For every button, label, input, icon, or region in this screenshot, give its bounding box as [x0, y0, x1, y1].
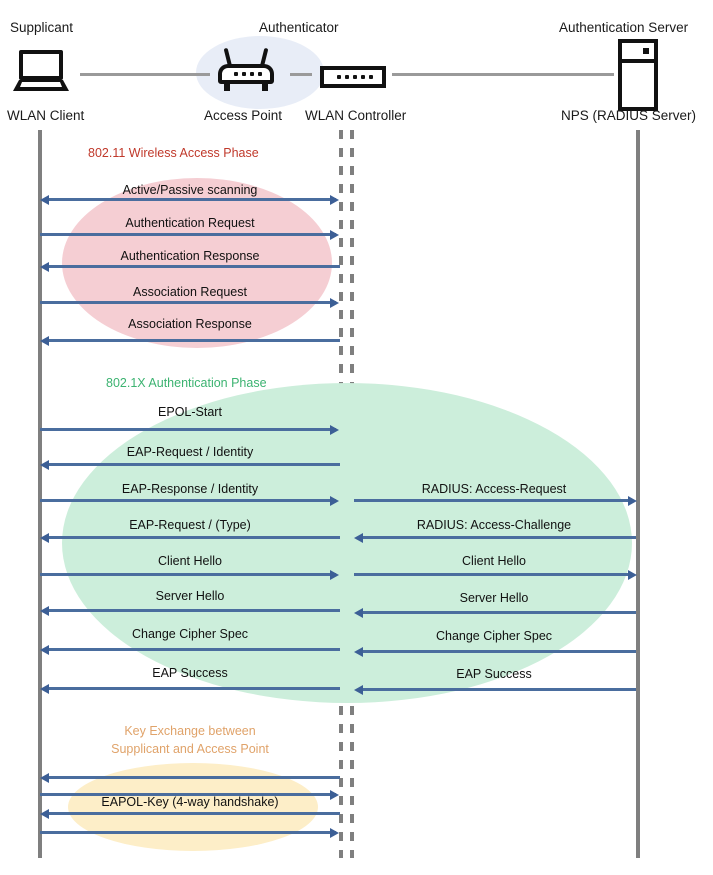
- arrowhead-left-16: [40, 809, 49, 819]
- laptop-icon: [13, 50, 69, 92]
- message-label-change-cipher-spec-left: Change Cipher Spec: [131, 627, 249, 641]
- arrowhead-right-15: [330, 790, 339, 800]
- phase-title-key-exchange-line2: Supplicant and Access Point: [111, 742, 269, 756]
- actor-role-supplicant: Supplicant: [10, 20, 74, 35]
- message-label-eap-success-right: EAP Success: [456, 667, 532, 681]
- message-arrow-eap-response-identity: [40, 499, 336, 502]
- message-arrow-association-response: [44, 339, 340, 342]
- message-label-change-cipher-spec-right: Change Cipher Spec: [435, 629, 553, 643]
- phase-ellipse-wireless-access: [62, 178, 332, 348]
- arrowhead-left-11r: [354, 608, 363, 618]
- arrowhead-left-3: [40, 262, 49, 272]
- message-arrow-change-cipher-spec-right: [358, 650, 636, 653]
- message-arrow-eap-success-right: [358, 688, 636, 691]
- lifeline-supplicant: [38, 130, 42, 858]
- arrowhead-left-9: [40, 533, 49, 543]
- actor-role-authenticator: Authenticator: [259, 20, 339, 35]
- arrowhead-right-10r: [628, 570, 637, 580]
- lifeline-auth-server: [636, 130, 640, 858]
- message-label-client-hello-right: Client Hello: [462, 554, 526, 568]
- message-label-association-response: Association Response: [128, 317, 252, 331]
- message-arrow-client-hello-left: [40, 573, 336, 576]
- message-label-eap-response-identity: EAP-Response / Identity: [121, 482, 259, 496]
- wireless-access-point-icon: [212, 47, 280, 93]
- message-arrow-eapol-key-3: [44, 812, 340, 815]
- actor-label-access-point: Access Point: [204, 108, 283, 123]
- message-arrow-authentication-request: [40, 233, 336, 236]
- arrowhead-right-6: [330, 425, 339, 435]
- arrowhead-left-12r: [354, 647, 363, 657]
- arrowhead-left-14: [40, 773, 49, 783]
- message-arrow-eap-request-type: [44, 536, 340, 539]
- message-label-eap-request-identity: EAP-Request / Identity: [126, 445, 254, 459]
- actor-label-wlan-controller: WLAN Controller: [305, 108, 407, 123]
- link-ap-to-controller: [290, 73, 312, 76]
- arrowhead-left-13: [40, 684, 49, 694]
- message-label-server-hello-left: Server Hello: [155, 589, 225, 603]
- message-arrow-active-passive-scanning: [44, 198, 336, 201]
- message-arrow-eap-request-identity: [44, 463, 340, 466]
- message-label-server-hello-right: Server Hello: [459, 591, 529, 605]
- message-arrow-authentication-response: [44, 265, 340, 268]
- arrowhead-right-2: [330, 230, 339, 240]
- message-arrow-change-cipher-spec-left: [44, 648, 340, 651]
- arrowhead-left-7: [40, 460, 49, 470]
- message-label-eapol-key-handshake: EAPOL-Key (4-way handshake): [101, 795, 279, 809]
- arrowhead-left-13r: [354, 685, 363, 695]
- actor-label-nps-radius-server: NPS (RADIUS Server): [561, 108, 697, 123]
- arrowhead-left-12: [40, 645, 49, 655]
- arrowhead-right-8r: [628, 496, 637, 506]
- message-arrow-epol-start: [40, 428, 336, 431]
- phase-title-wireless-access: 802.11 Wireless Access Phase: [88, 146, 259, 160]
- arrowhead-right-17: [330, 828, 339, 838]
- arrowhead-left-5: [40, 336, 49, 346]
- server-rack-icon: [618, 39, 658, 111]
- message-label-authentication-request: Authentication Request: [125, 216, 255, 230]
- message-arrow-eapol-key-1: [44, 776, 340, 779]
- message-label-radius-access-request: RADIUS: Access-Request: [421, 482, 567, 496]
- arrowhead-left-11: [40, 606, 49, 616]
- message-label-client-hello-left: Client Hello: [158, 554, 222, 568]
- message-label-epol-start: EPOL-Start: [158, 405, 222, 419]
- link-client-to-ap: [80, 73, 210, 76]
- message-label-eap-request-type: EAP-Request / (Type): [129, 518, 251, 532]
- phase-ellipse-dot1x-auth: [62, 383, 632, 703]
- message-label-radius-access-challenge: RADIUS: Access-Challenge: [416, 518, 572, 532]
- phase-title-key-exchange-line1: Key Exchange between: [124, 724, 256, 738]
- message-label-active-passive-scanning: Active/Passive scanning: [122, 183, 258, 197]
- message-label-eap-success-left: EAP Success: [152, 666, 228, 680]
- arrowhead-right-4: [330, 298, 339, 308]
- message-arrow-server-hello-left: [44, 609, 340, 612]
- phase-title-dot1x-auth: 802.1X Authentication Phase: [106, 376, 267, 390]
- message-arrow-eap-success-left: [44, 687, 340, 690]
- arrowhead-left-9r: [354, 533, 363, 543]
- arrowhead-right-10: [330, 570, 339, 580]
- message-arrow-association-request: [40, 301, 336, 304]
- actor-label-wlan-client: WLAN Client: [7, 108, 85, 123]
- arrowhead-right-8: [330, 496, 339, 506]
- message-label-authentication-response: Authentication Response: [120, 249, 260, 263]
- message-arrow-radius-access-challenge: [358, 536, 636, 539]
- link-controller-to-server: [392, 73, 614, 76]
- arrowhead-right-1: [330, 195, 339, 205]
- message-arrow-radius-access-request: [354, 499, 632, 502]
- message-arrow-client-hello-right: [354, 573, 632, 576]
- arrowhead-left-1: [40, 195, 49, 205]
- network-controller-icon: [320, 56, 386, 90]
- message-arrow-eapol-key-4: [40, 831, 336, 834]
- message-label-association-request: Association Request: [133, 285, 247, 299]
- message-arrow-server-hello-right: [358, 611, 636, 614]
- message-arrow-eapol-key-2: [40, 793, 336, 796]
- actor-role-auth-server: Authentication Server: [559, 20, 689, 35]
